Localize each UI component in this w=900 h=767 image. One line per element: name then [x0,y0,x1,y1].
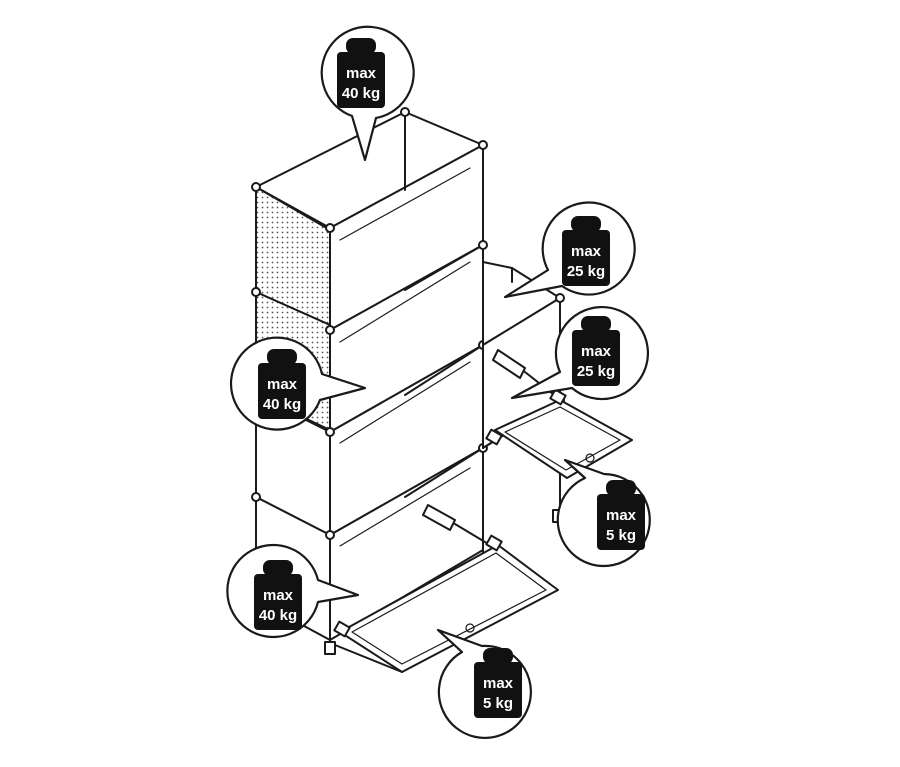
load-label-line1: max [606,507,637,524]
load-label-line1: max [483,675,514,692]
load-label-line1: max [581,343,612,360]
load-label-line2: 5 kg [606,527,636,544]
weight-icon: max 25 kg [572,316,620,386]
load-label-line2: 25 kg [567,263,605,280]
load-label-line2: 40 kg [342,85,380,102]
weight-icon: max 40 kg [258,349,306,419]
load-label-line1: max [263,587,294,604]
load-label-line2: 5 kg [483,695,513,712]
callout-right-lower: max 5 kg [556,458,651,568]
weight-icon: max 40 kg [254,560,302,630]
load-label-line1: max [267,376,298,393]
weight-icon: max 40 kg [337,38,385,108]
load-label-line2: 40 kg [259,607,297,624]
callout-left-bottom: max 40 kg [226,543,360,639]
callout-bottom: max 5 kg [436,628,532,739]
load-label-line1: max [571,243,602,260]
hinge-lower [333,504,503,638]
callout-right-middle: max 25 kg [510,306,649,401]
callout-right-upper: max 25 kg [503,201,636,299]
load-label-line1: max [346,65,377,82]
flap-door-upper [494,399,633,479]
weight-icon: max 5 kg [474,648,522,718]
callout-top: max 40 kg [320,25,415,162]
weight-icon: max 5 kg [597,480,645,550]
shelf-unit [250,107,633,673]
foot [324,641,336,655]
flap-door-lower [339,544,559,673]
callout-left-middle: max 40 kg [229,336,367,431]
load-label-line2: 25 kg [577,363,615,380]
load-label-line2: 40 kg [263,396,301,413]
weight-icon: max 25 kg [562,216,610,286]
